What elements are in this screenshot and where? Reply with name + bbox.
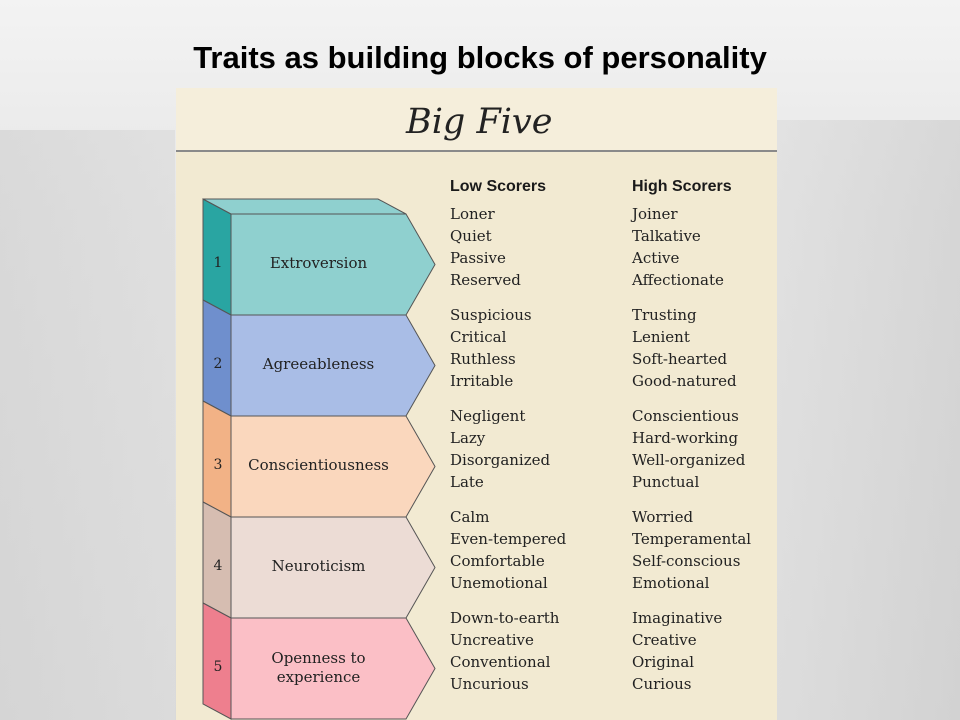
trait-blocks [202, 198, 436, 720]
low-scorer-word: Conventional [450, 653, 551, 671]
trait-number: 2 [213, 355, 223, 372]
high-scorer-word: Talkative [632, 227, 701, 245]
low-scorer-word: Late [450, 473, 484, 491]
figure-title: Big Five [406, 102, 553, 142]
high-scorer-word: Affectionate [632, 271, 724, 289]
low-scorer-word: Critical [450, 328, 507, 346]
slide-title: Traits as building blocks of personality [193, 40, 767, 75]
low-scorer-word: Reserved [450, 271, 521, 289]
trait-name: Agreeableness [262, 354, 375, 373]
low-scorer-word: Lazy [450, 429, 486, 447]
low-scorer-word: Uncurious [450, 675, 529, 693]
low-scorer-word: Ruthless [450, 350, 516, 368]
trait-block-front [230, 415, 436, 518]
trait-block-front [230, 617, 436, 720]
high-scorer-word: Temperamental [632, 530, 752, 548]
low-scorers-header: Low Scorers [450, 178, 547, 195]
high-scorer-word: Self-conscious [632, 552, 741, 570]
high-scorer-word: Original [632, 653, 695, 671]
high-scorers-header: High Scorers [632, 178, 732, 195]
background-shape-right [777, 120, 960, 720]
high-scorer-word: Creative [632, 631, 697, 649]
low-scorer-word: Down-to-earth [450, 609, 560, 627]
low-scorer-word: Even-tempered [450, 530, 567, 548]
high-scorer-word: Well-organized [632, 451, 746, 469]
trait-number: 4 [213, 557, 223, 574]
figure-title-band [176, 88, 777, 152]
high-scorer-word: Curious [632, 675, 692, 693]
big-five-figure: Big Five Low Scorers High Scorers 1 Extro… [176, 88, 777, 720]
high-scorer-word: Trusting [632, 306, 697, 324]
trait-block-front [230, 213, 436, 316]
trait-number: 1 [213, 254, 223, 271]
high-scorer-word: Imaginative [632, 609, 723, 627]
low-scorer-word: Disorganized [450, 451, 551, 469]
high-scorer-word: Soft-hearted [632, 350, 728, 368]
high-scorer-word: Emotional [632, 574, 710, 592]
low-scorer-word: Unemotional [450, 574, 548, 592]
low-scorer-word: Loner [450, 205, 495, 223]
high-scorer-word: Good-natured [632, 372, 737, 390]
low-scorer-word: Uncreative [450, 631, 534, 649]
low-scorer-word: Negligent [450, 407, 526, 425]
high-scorer-word: Active [632, 249, 680, 267]
trait-name: Neuroticism [271, 556, 366, 575]
trait-name: Extroversion [269, 253, 368, 272]
high-scorer-word: Joiner [632, 205, 678, 223]
trait-block-front [230, 516, 436, 619]
low-scorer-word: Irritable [450, 372, 514, 390]
background-shape-left [0, 130, 175, 720]
high-scorer-word: Lenient [632, 328, 690, 346]
high-scorer-word: Hard-working [632, 429, 739, 447]
trait-block-front [230, 314, 436, 417]
low-scorer-word: Suspicious [450, 306, 532, 324]
low-scorer-word: Passive [450, 249, 506, 267]
low-scorer-word: Quiet [450, 227, 492, 245]
trait-name: Conscientiousness [248, 455, 389, 474]
trait-number: 5 [213, 658, 223, 675]
high-scorer-word: Worried [632, 508, 694, 526]
low-scorer-word: Calm [450, 508, 490, 526]
trait-block-top [202, 198, 407, 215]
high-scorer-word: Conscientious [632, 407, 739, 425]
high-scorer-word: Punctual [632, 473, 700, 491]
trait-number: 3 [213, 456, 223, 473]
low-scorer-word: Comfortable [450, 552, 545, 570]
